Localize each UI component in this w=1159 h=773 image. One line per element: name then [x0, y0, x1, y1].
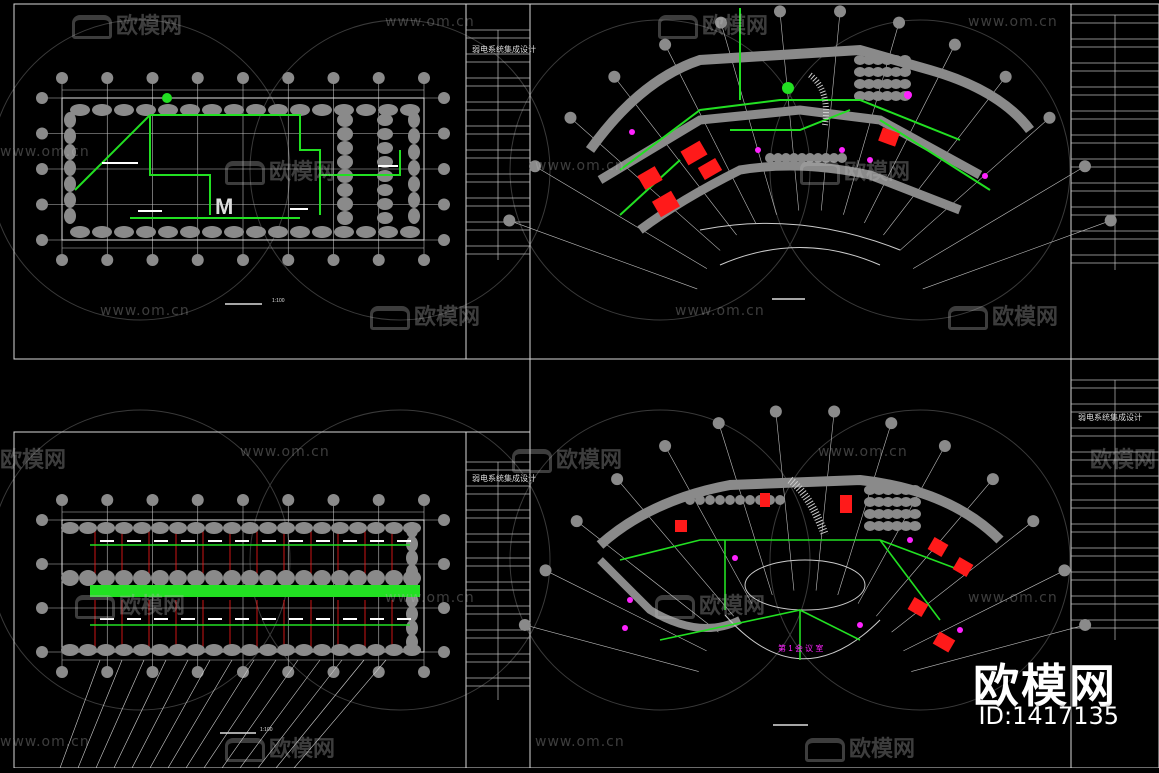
title-block-label-3: 弱电系统集成设计: [472, 474, 536, 483]
plan-bottom-right: 第 1 会 议 室: [518, 405, 1092, 726]
plan-top-right: [503, 5, 1117, 300]
plan-scale-label: 1:100: [272, 298, 285, 304]
title-block-label-2: 弱电系统集成设计: [1078, 413, 1142, 422]
plan-top-left: M 1:100: [36, 72, 450, 305]
brand-id-label: ID:1417135: [978, 702, 1119, 730]
title-block-label-1: 弱电系统集成设计: [472, 45, 536, 54]
title-block-grid: [466, 14, 1159, 700]
conference-room-label: 第 1 会 议 室: [778, 643, 823, 653]
plan-scale-label-2: 1:100: [260, 727, 273, 733]
svg-text:M: M: [215, 194, 233, 219]
brand-name: 欧模网: [973, 659, 1117, 713]
plan-bottom-left: 1:100: [36, 494, 450, 769]
